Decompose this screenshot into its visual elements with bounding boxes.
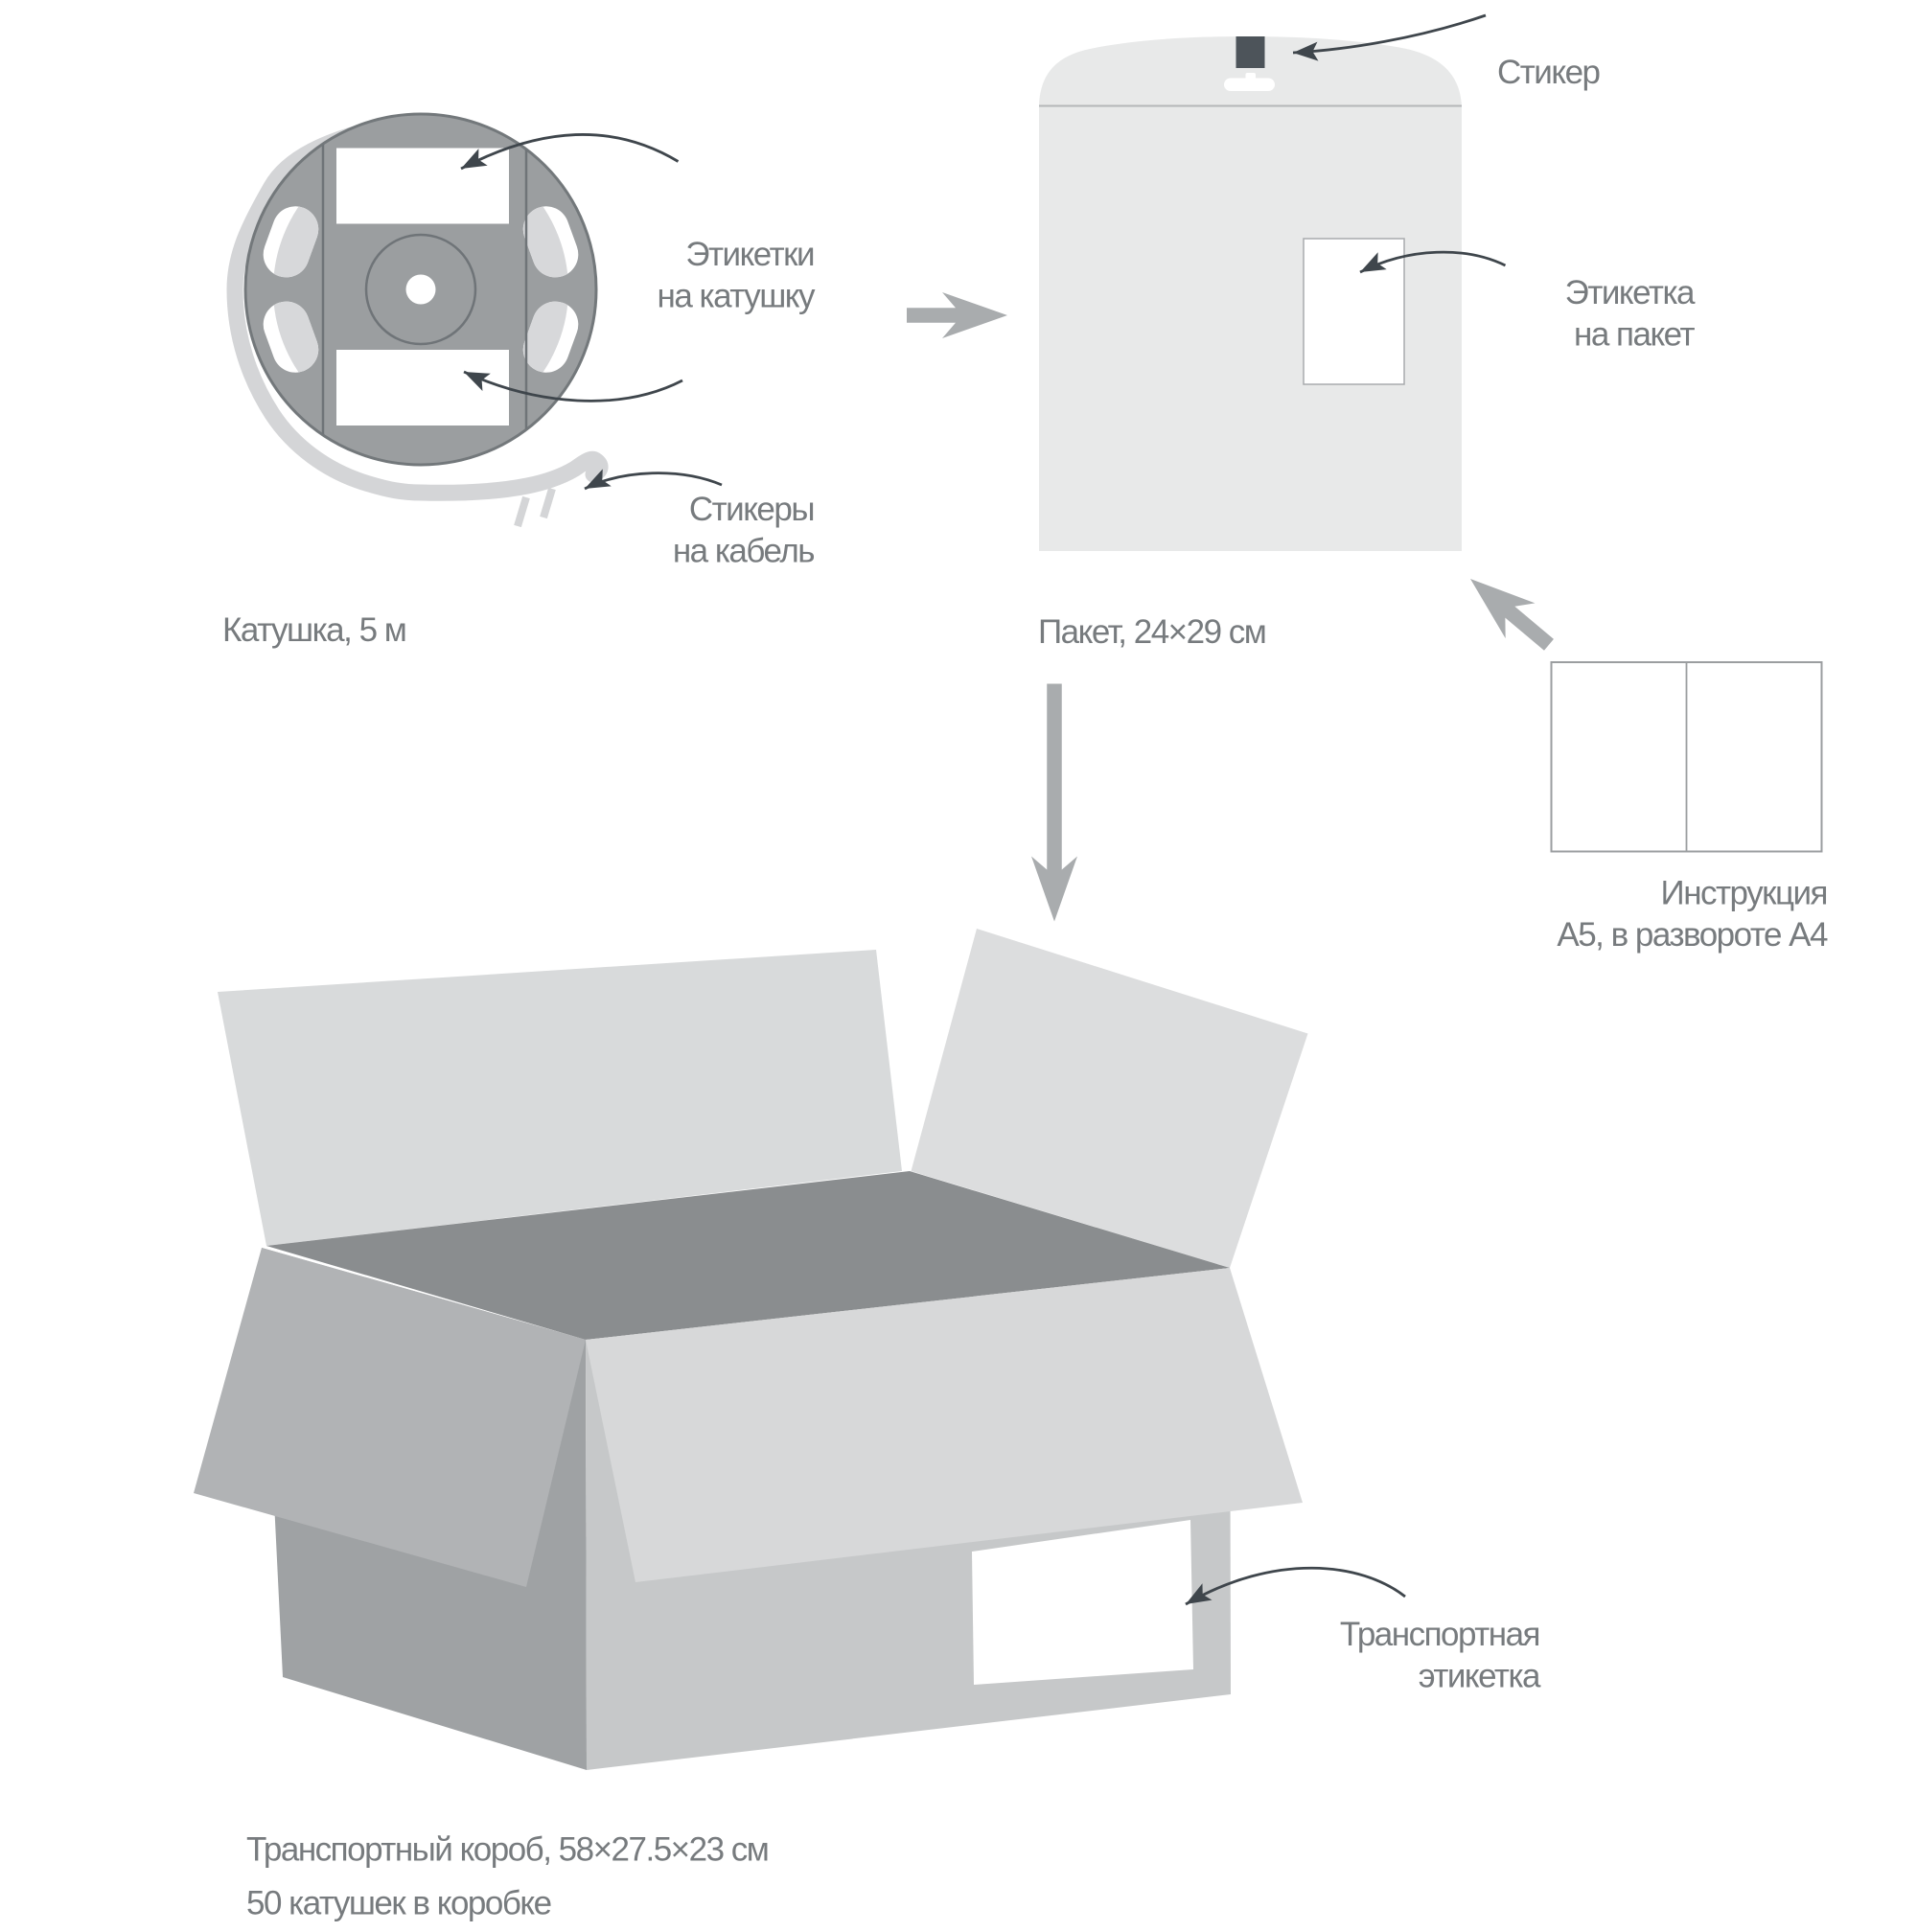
reel-wound-strip: [226, 118, 609, 501]
bag-label-annotation-line2: на пакет: [1574, 316, 1695, 354]
bag-euro-slot-hole: [1224, 78, 1275, 91]
reel-hub-ring: [364, 233, 477, 346]
annotation-arrow-bag-label: [1359, 250, 1507, 274]
reel-caption: Катушка, 5 м: [222, 611, 405, 649]
annotation-arrow-box-label: [1185, 1566, 1406, 1606]
box-interior: [266, 1171, 1230, 1340]
annotation-arrow-reel-label-top: [460, 133, 680, 171]
box-back-left-flap: [218, 950, 902, 1246]
reel-label-bottom: [336, 350, 509, 426]
reel-flange-lines: [321, 144, 528, 435]
bag-euro-slot: [1224, 73, 1275, 91]
cable-prong-left: [514, 495, 530, 528]
bag-label-annotation-line1: Этикетка: [1565, 274, 1696, 311]
reel-labels-annotation-line1: Этикетки: [685, 236, 814, 273]
flow-arrow-right: [907, 292, 1007, 338]
reel-labels-annotation-line2: на катушку: [657, 278, 816, 315]
flow-arrow-diagonal: [1470, 579, 1554, 651]
annotation-arrow-cable-sticker: [584, 469, 723, 491]
instruction-caption-line1: Инструкция: [1661, 875, 1827, 912]
box-shipping-label: [972, 1520, 1193, 1685]
cable-annotation-line1: Стикеры: [689, 491, 814, 528]
box-back-right-flap: [911, 929, 1308, 1268]
cable-prong-right: [540, 487, 556, 519]
cable-annotation-line2: на кабель: [673, 533, 814, 570]
box-front-flap: [586, 1268, 1303, 1582]
annotation-arrow-reel-label-bottom: [463, 370, 683, 402]
reel-hub-hole: [405, 274, 436, 305]
bag-shape: [1039, 36, 1462, 551]
instruction-caption-line2: А5, в развороте А4: [1557, 916, 1828, 954]
box-caption-size: Транспортный короб, 58×27.5×23 см: [246, 1831, 768, 1869]
box-group: [194, 929, 1308, 1770]
bag-caption: Пакет, 24×29 см: [1038, 613, 1265, 651]
reel-group: [226, 112, 609, 528]
box-caption-quantity: 50 катушек в коробке: [246, 1885, 551, 1922]
flow-arrow-down: [1031, 683, 1077, 922]
bag-sticker: [1236, 36, 1265, 68]
box-label-annotation-line1: Транспортная: [1340, 1616, 1539, 1653]
bag-group: [1039, 36, 1462, 551]
bag-euro-slot-notch: [1245, 73, 1256, 81]
instruction-group: Инструкция А5, в развороте А4: [1550, 661, 1830, 954]
bag-sticker-annotation: Стикер: [1497, 54, 1600, 91]
annotation-arrow-bag-sticker: [1292, 13, 1487, 61]
box-label-annotation-line2: этикетка: [1419, 1658, 1541, 1695]
bag-label: [1303, 238, 1405, 385]
box-left-flap: [194, 1248, 586, 1587]
